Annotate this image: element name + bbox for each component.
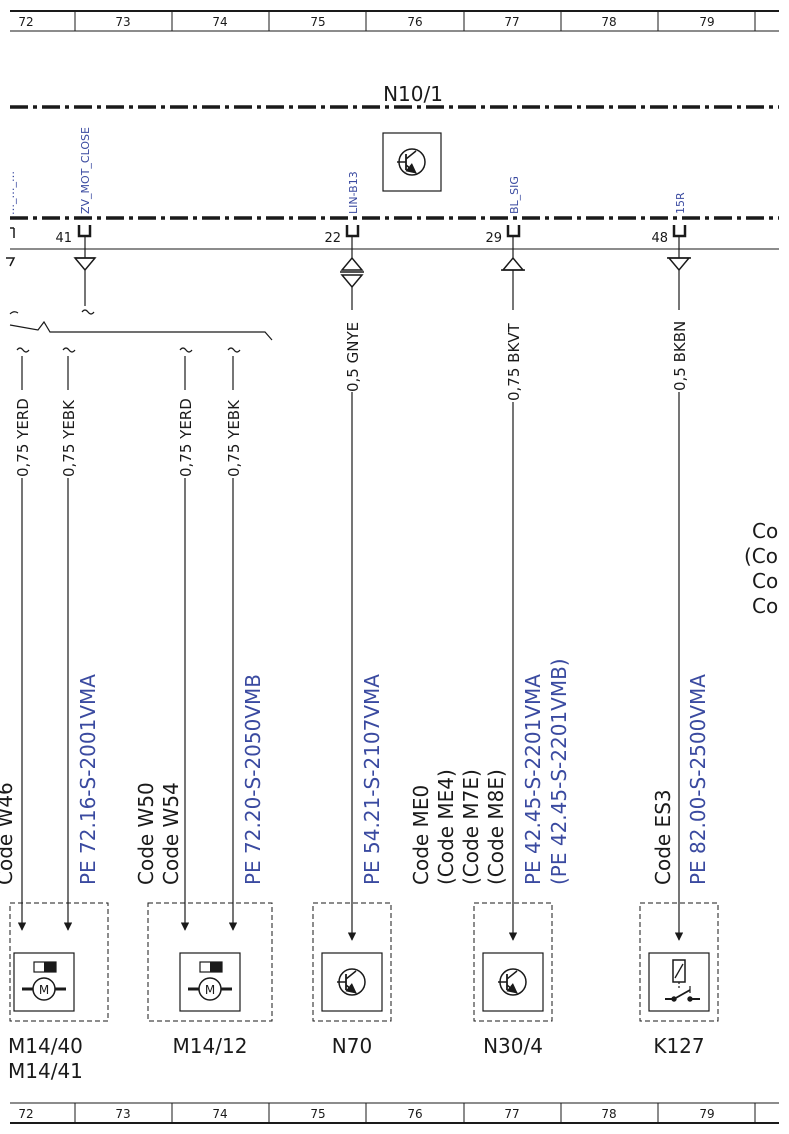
code-w54: Code W54 [159, 782, 183, 885]
component-box-n70[interactable] [312, 902, 392, 1022]
grid-col-77: 77 [504, 15, 519, 29]
pin-brackets [77, 225, 687, 238]
component-box-n30-4[interactable] [473, 902, 553, 1022]
grid-col-77-bottom: 77 [504, 1107, 519, 1121]
component-label-n70: N70 [332, 1034, 372, 1058]
wire-label-4: 0,75 YEBK [225, 399, 243, 477]
wires [17, 270, 684, 941]
component-label-n30-4: N30/4 [483, 1034, 543, 1058]
grid-col-75-bottom: 75 [310, 1107, 325, 1121]
pin-signal-bl-sig: BL_SIG [508, 176, 521, 214]
pin-number-29: 29 [485, 231, 502, 246]
pin-signal-lin-b13: LIN-B13 [347, 171, 360, 214]
svg-text:M: M [205, 983, 215, 997]
component-label-k127: K127 [653, 1034, 704, 1058]
component-label-m14-12: M14/12 [173, 1034, 248, 1058]
transistor-icon [498, 968, 527, 996]
reference-pe-42-45-a[interactable]: PE 42.45-S-2201VMA [521, 674, 545, 885]
grid-col-72-bottom: 72 [18, 1107, 33, 1121]
code-right-4: Co [752, 594, 778, 618]
code-left-cut: Code W46 [0, 782, 17, 885]
top-grid-ruler: 72 73 74 75 76 77 78 79 [10, 10, 779, 32]
wire-label-3: 0,75 YERD [177, 398, 195, 477]
grid-col-79-bottom: 79 [699, 1107, 714, 1121]
reference-pe-72-20[interactable]: PE 72.20-S-2050VMB [241, 674, 265, 885]
pin-stubs [84, 236, 680, 306]
grid-col-76-bottom: 76 [407, 1107, 422, 1121]
pin-signal-cut-left: …_…_… [4, 171, 17, 215]
code-m8e: (Code M8E) [484, 769, 508, 885]
reference-pe-82-00[interactable]: PE 82.00-S-2500VMA [686, 674, 710, 885]
pin-signal-zv-mot-close: ZV_MOT_CLOSE [79, 127, 92, 214]
grid-col-72: 72 [18, 15, 33, 29]
code-es3: Code ES3 [651, 789, 675, 885]
component-box-k127[interactable] [639, 902, 719, 1022]
component-box-m14-12[interactable]: M [147, 902, 273, 1022]
component-label-m14-40: M14/40 [8, 1034, 83, 1058]
transistor-icon [337, 968, 366, 996]
wire-label-7: 0,5 BKBN [671, 321, 689, 391]
svg-text:M: M [39, 983, 49, 997]
reference-pe-42-45-b[interactable]: (PE 42.45-S-2201VMB) [547, 658, 571, 885]
reference-pe-72-16[interactable]: PE 72.16-S-2001VMA [76, 674, 100, 885]
grid-col-75: 75 [310, 15, 325, 29]
pin-signal-15r: 15R [674, 192, 687, 214]
component-box-m14-40[interactable]: M [9, 902, 109, 1022]
grid-col-74: 74 [212, 15, 227, 29]
code-right-1: Co [752, 519, 778, 543]
pin-number-41: 41 [55, 231, 72, 246]
relay-switch-icon [665, 959, 700, 1002]
code-me4: (Code ME4) [434, 769, 458, 885]
bottom-grid-ruler: 72 73 74 75 76 77 78 79 [10, 1102, 779, 1124]
code-m7e: (Code M7E) [459, 769, 483, 885]
grid-col-74-bottom: 74 [212, 1107, 227, 1121]
grid-col-76: 76 [407, 15, 422, 29]
grid-col-78-bottom: 78 [601, 1107, 616, 1121]
transistor-icon [382, 132, 442, 192]
motor-icon: M [188, 961, 232, 1001]
grid-col-73: 73 [115, 15, 130, 29]
grid-col-73-bottom: 73 [115, 1107, 130, 1121]
pin-number-48: 48 [651, 231, 668, 246]
motor-icon: M [22, 961, 66, 1001]
module-boundary: N10/1 [10, 82, 779, 250]
connector-arrow-icon [6, 256, 691, 289]
code-right-2: (Co [744, 544, 778, 568]
grid-col-78: 78 [601, 15, 616, 29]
reference-pe-54-21[interactable]: PE 54.21-S-2107VMA [360, 674, 384, 885]
wire-label-1: 0,75 YERD [14, 398, 32, 477]
component-label-m14-41: M14/41 [8, 1059, 83, 1083]
pin-number-22: 22 [324, 231, 341, 246]
module-title: N10/1 [383, 82, 443, 106]
code-right-3: Co [752, 569, 778, 593]
wire-label-2: 0,75 YEBK [60, 399, 78, 477]
wire-label-6: 0,75 BKVT [505, 322, 523, 401]
twisted-pair-bracket [9, 309, 273, 353]
grid-col-79: 79 [699, 15, 714, 29]
wire-label-5: 0,5 GNYE [344, 322, 362, 392]
code-me0: Code ME0 [409, 785, 433, 885]
code-w50: Code W50 [134, 782, 158, 885]
